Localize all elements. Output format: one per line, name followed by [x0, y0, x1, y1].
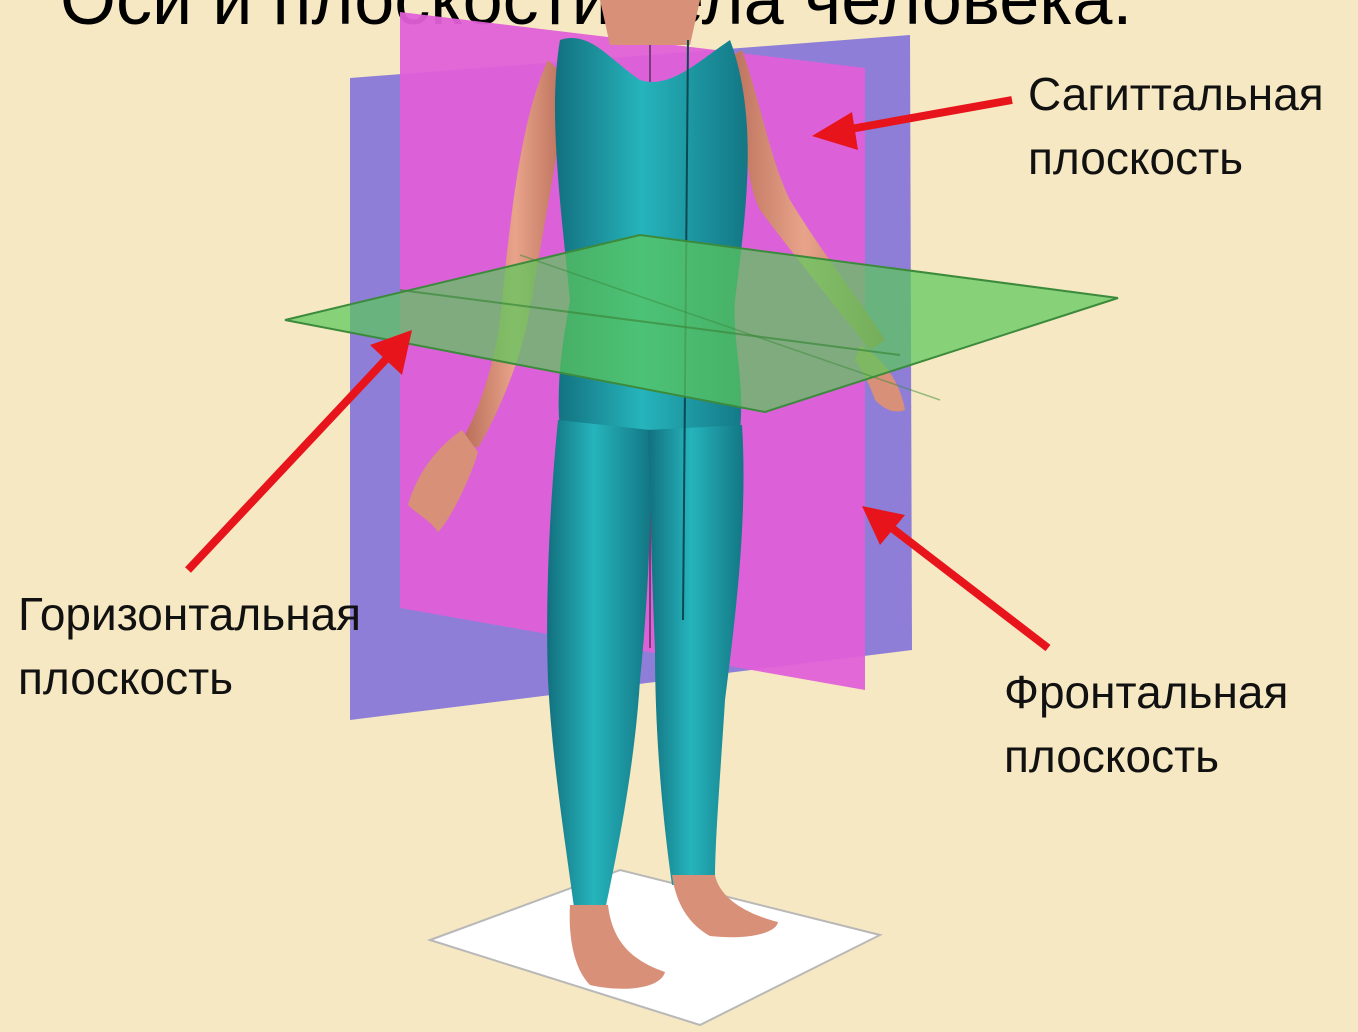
figure-left-leg — [648, 425, 744, 885]
label-frontal-line2: плоскость — [1004, 724, 1288, 788]
label-sagittal-plane: Сагиттальная плоскость — [1028, 62, 1324, 190]
figure-neck — [600, 0, 700, 45]
label-frontal-plane: Фронтальная плоскость — [1004, 660, 1288, 788]
label-horizontal-line2: плоскость — [18, 646, 361, 710]
label-frontal-line1: Фронтальная — [1004, 660, 1288, 724]
label-horizontal-line1: Горизонтальная — [18, 582, 361, 646]
label-sagittal-line2: плоскость — [1028, 126, 1324, 190]
label-horizontal-plane: Горизонтальная плоскость — [18, 582, 361, 710]
label-sagittal-line1: Сагиттальная — [1028, 62, 1324, 126]
figure-right-leg — [547, 420, 650, 915]
floor-plate — [430, 870, 880, 1025]
